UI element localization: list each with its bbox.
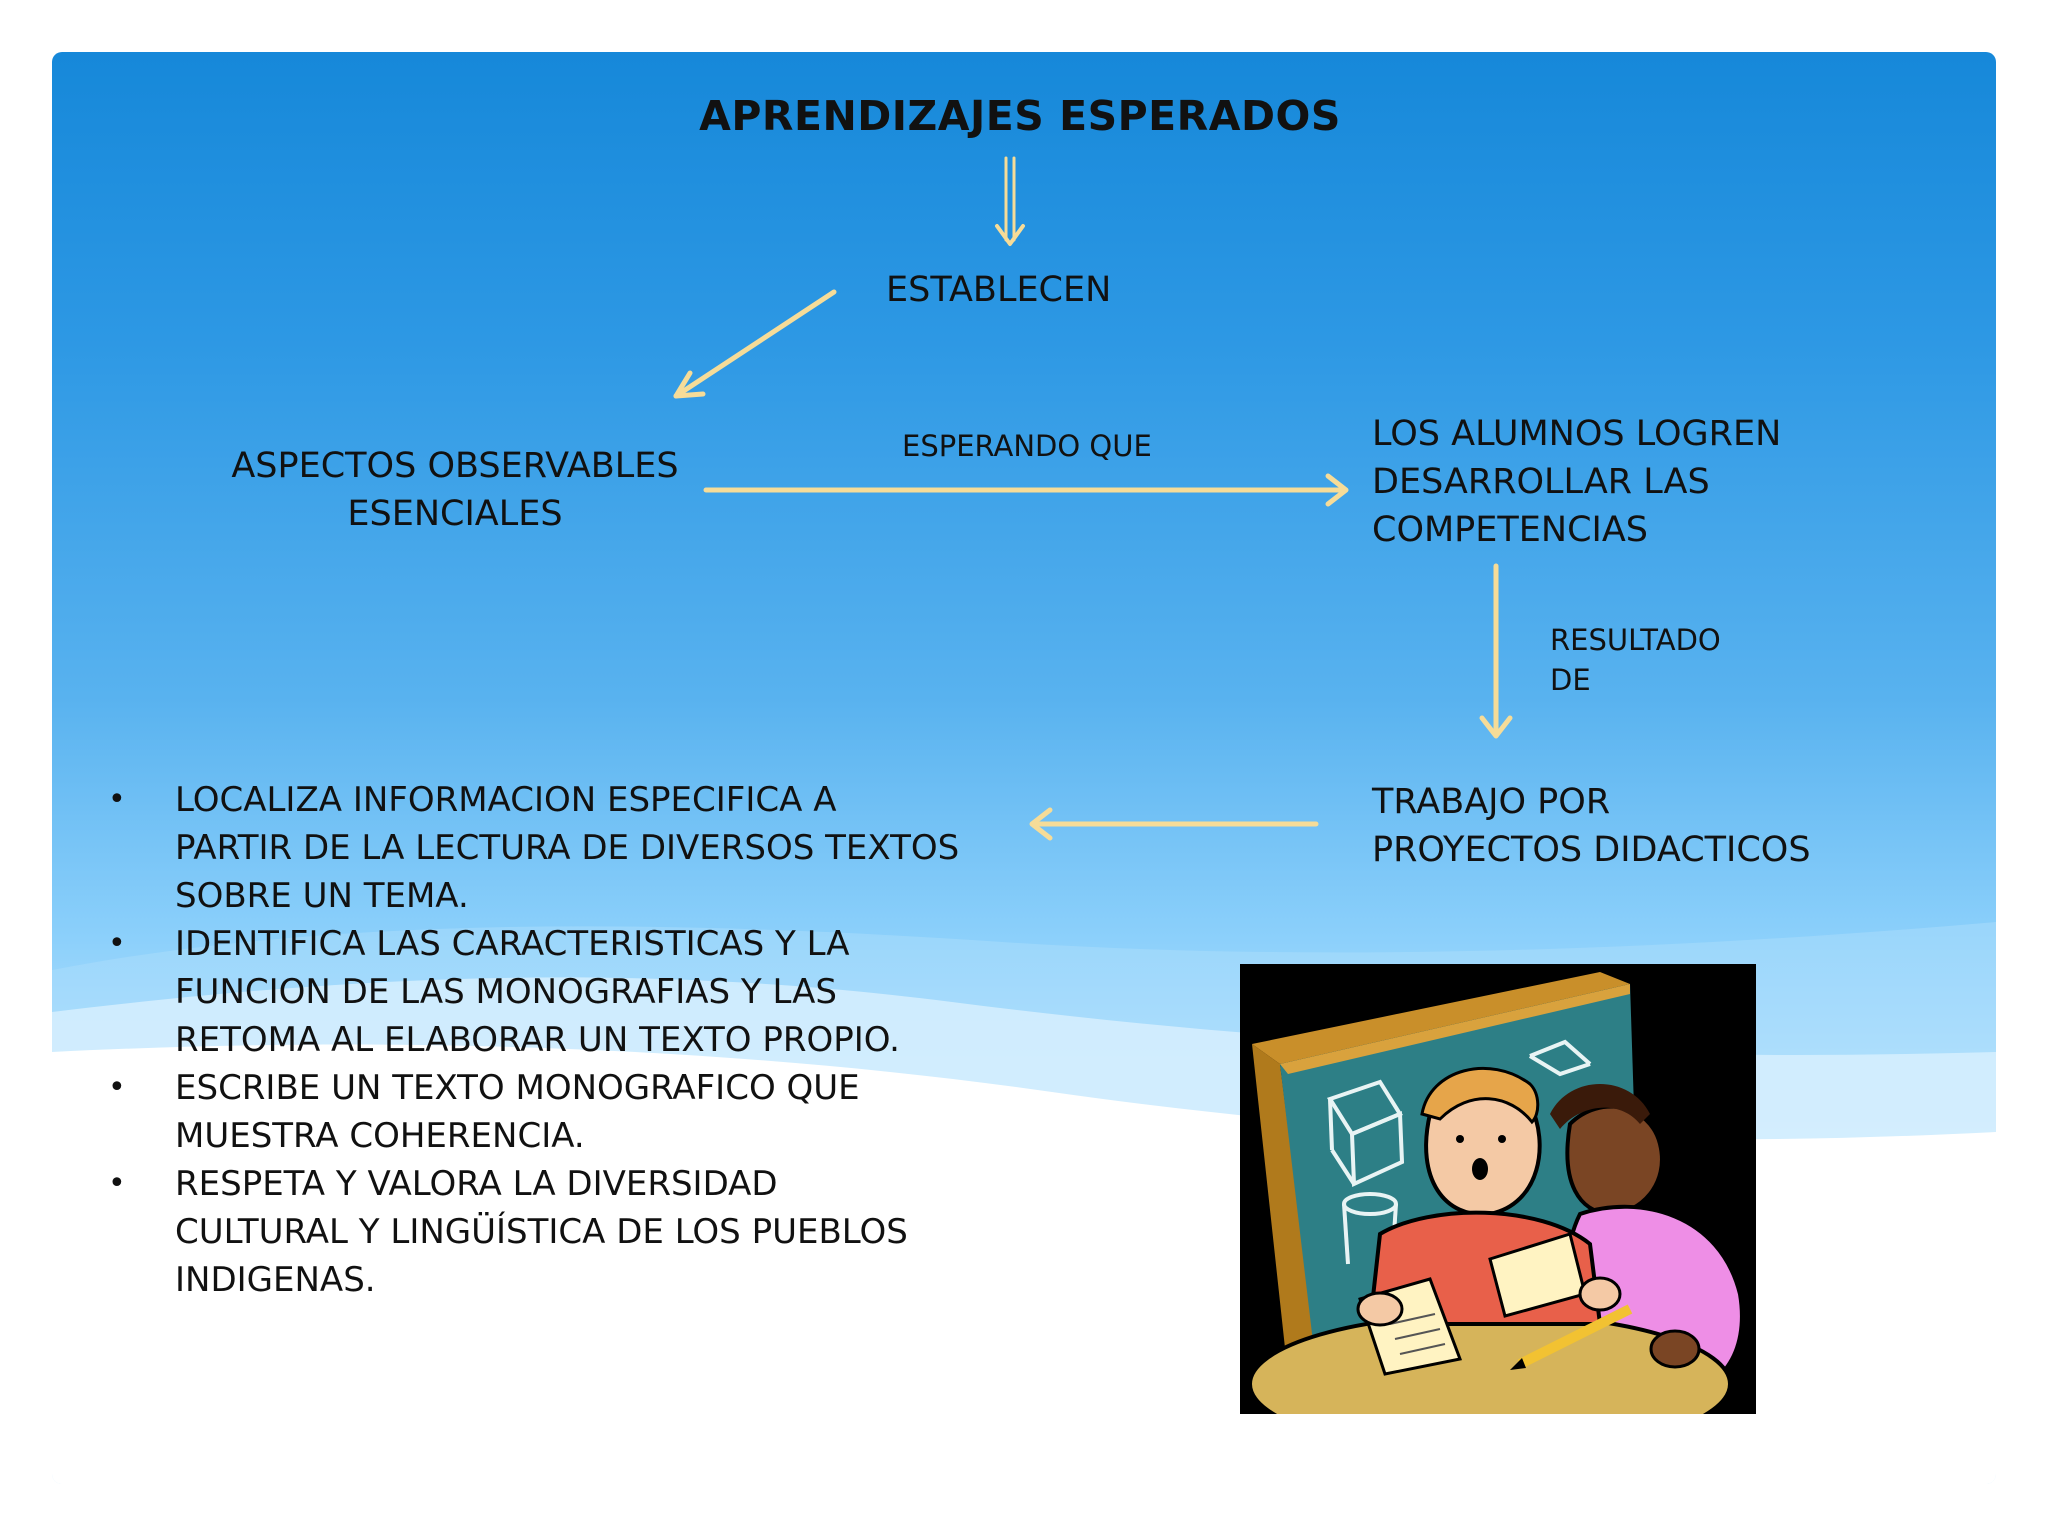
list-item-line: INDIGENAS.: [175, 1260, 376, 1300]
list-item-line: FUNCION DE LAS MONOGRAFIAS Y LAS: [175, 972, 838, 1012]
list-item-line: MUESTRA COHERENCIA.: [175, 1116, 585, 1156]
node-trabajo-line1: TRABAJO POR: [1372, 782, 1611, 822]
node-aspectos: ASPECTOS OBSERVABLES ESENCIALES: [200, 442, 710, 538]
list-item-line: RESPETA Y VALORA LA DIVERSIDAD: [175, 1164, 778, 1204]
node-aspectos-line1: ASPECTOS OBSERVABLES: [231, 446, 679, 486]
label-esperando-que: ESPERANDO QUE: [902, 429, 1152, 463]
node-alumnos-line3: COMPETENCIAS: [1372, 510, 1649, 550]
node-alumnos-line2: DESARROLLAR LAS: [1372, 462, 1710, 502]
list-item: • ESCRIBE UN TEXTO MONOGRAFICO QUE MUEST…: [108, 1064, 1008, 1160]
bullet-dot: •: [108, 1070, 126, 1105]
node-alumnos: LOS ALUMNOS LOGREN DESARROLLAR LAS COMPE…: [1372, 410, 1781, 554]
label-resultado-line2: DE: [1550, 663, 1591, 697]
list-item-line: PARTIR DE LA LECTURA DE DIVERSOS TEXTOS: [175, 828, 960, 868]
list-item-line: LOCALIZA INFORMACION ESPECIFICA A: [175, 780, 837, 820]
label-resultado-line1: RESULTADO: [1550, 623, 1721, 657]
list-item: • RESPETA Y VALORA LA DIVERSIDAD CULTURA…: [108, 1160, 1008, 1304]
label-resultado-de: RESULTADO DE: [1550, 620, 1721, 700]
list-item-line: IDENTIFICA LAS CARACTERISTICAS Y LA: [175, 924, 850, 964]
list-item-line: CULTURAL Y LINGÜÍSTICA DE LOS PUEBLOS: [175, 1212, 908, 1252]
node-trabajo-line2: PROYECTOS DIDACTICOS: [1372, 830, 1811, 870]
bullet-dot: •: [108, 1166, 126, 1201]
node-alumnos-line1: LOS ALUMNOS LOGREN: [1372, 414, 1782, 454]
node-trabajo: TRABAJO POR PROYECTOS DIDACTICOS: [1372, 778, 1811, 874]
page-title: APRENDIZAJES ESPERADOS: [699, 92, 1341, 140]
bullet-dot: •: [108, 782, 126, 817]
list-item: • LOCALIZA INFORMACION ESPECIFICA A PART…: [108, 776, 1008, 920]
node-aspectos-line2: ESENCIALES: [347, 494, 563, 534]
node-establecen: ESTABLECEN: [886, 270, 1112, 310]
students-at-chalkboard-clipart: [1240, 964, 1756, 1414]
list-item-line: SOBRE UN TEMA.: [175, 876, 469, 916]
list-item-line: RETOMA AL ELABORAR UN TEXTO PROPIO.: [175, 1020, 900, 1060]
list-item-line: ESCRIBE UN TEXTO MONOGRAFICO QUE: [175, 1068, 860, 1108]
bullet-dot: •: [108, 926, 126, 961]
list-item: • IDENTIFICA LAS CARACTERISTICAS Y LA FU…: [108, 920, 1008, 1064]
bullet-list: • LOCALIZA INFORMACION ESPECIFICA A PART…: [108, 776, 1008, 1304]
